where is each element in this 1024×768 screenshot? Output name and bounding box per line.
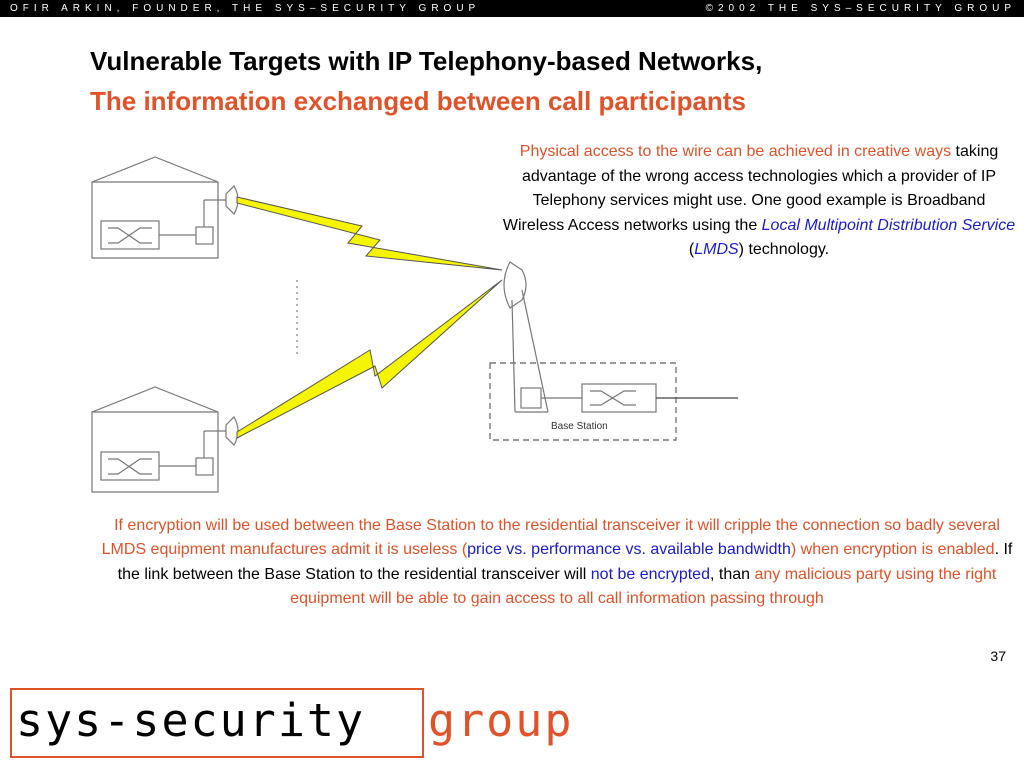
base-station-box: Base Station [489, 362, 738, 441]
lmds-acronym: LMDS [694, 241, 739, 258]
slide-subtitle: The information exchanged between call p… [90, 86, 746, 116]
header-author: OFIR ARKIN, FOUNDER, THE SYS–SECURITY GR… [10, 3, 481, 14]
para1-text-a: taking advantage of the wrong access tec… [502, 143, 999, 234]
para2-s1: If encryption will be used between the B… [101, 517, 1000, 559]
logo-text-sys-security: sys-security [16, 694, 366, 747]
header-bar: OFIR ARKIN, FOUNDER, THE SYS–SECURITY GR… [0, 0, 1024, 17]
tower-antenna-icon [503, 261, 549, 413]
para1-highlight: Physical access to the wire can be achie… [519, 143, 952, 160]
slide-title: Vulnerable Targets with IP Telephony-bas… [90, 46, 763, 76]
para2-s8: , than [709, 565, 755, 583]
para1-text-b: ( [688, 241, 695, 258]
para2-s7: not be encrypted [590, 565, 710, 583]
para2-s6: . If the link between the Base Station t… [117, 541, 1013, 583]
house-top-icon [91, 156, 239, 259]
lmds-fullname: Local Multipoint Distribution Service [761, 216, 1016, 234]
header-copyright: ©2002 THE SYS–SECURITY GROUP [705, 3, 1016, 14]
lmds-paragraph: Physical access to the wire can be achie… [500, 140, 1018, 263]
para2-s9: any malicious party using the right equi… [290, 565, 997, 607]
logo-text-group: group [428, 694, 574, 747]
wireless-link-top-icon [236, 196, 503, 271]
para2-s5: when encryption is enabled [800, 541, 995, 559]
para2-s2: ( [457, 541, 468, 559]
house-bottom-icon [91, 386, 239, 493]
para1-text-c: ) technology. [738, 241, 830, 258]
wireless-link-bottom-icon [236, 279, 503, 439]
page-number: 37 [990, 648, 1006, 664]
logo-frame [10, 688, 424, 758]
encryption-paragraph: If encryption will be used between the B… [90, 514, 1024, 611]
base-station-label: Base Station [551, 421, 608, 432]
para2-s3: price vs. performance vs. available band… [467, 541, 791, 559]
para2-s4: ) [790, 541, 801, 559]
